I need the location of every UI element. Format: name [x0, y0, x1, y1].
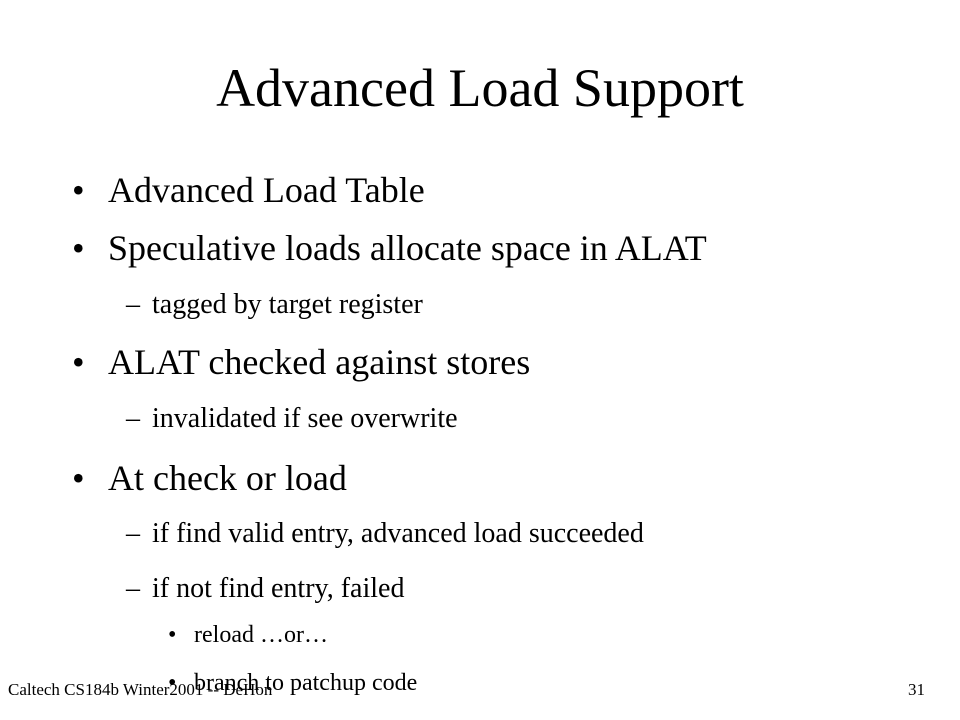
sub-bullet-text: if find valid entry, advanced load succe…	[152, 518, 644, 549]
sub-bullet-item: –tagged by target register	[126, 288, 423, 322]
slide-title: Advanced Load Support	[216, 58, 744, 118]
bullet-mark: •	[72, 170, 85, 210]
bullet-mark: •	[168, 622, 177, 648]
bullet-item: • ALAT checked against stores	[72, 340, 530, 384]
page-number: 31	[908, 680, 925, 699]
sub-bullet-item: –if not find entry, failed	[126, 572, 404, 606]
sub-bullet-item: –invalidated if see overwrite	[126, 402, 458, 436]
dash-mark: –	[126, 403, 140, 434]
sub-bullet-text: if not find entry, failed	[152, 573, 405, 604]
bullet-item: • Advanced Load Table	[72, 168, 425, 212]
sub-bullet-item: –if find valid entry, advanced load succ…	[126, 517, 644, 551]
bullet-mark: •	[72, 342, 85, 382]
sub-sub-bullet-text: branch to patchup code	[194, 670, 418, 696]
bullet-item: • Speculative loads allocate space in ALA…	[72, 226, 707, 270]
sub-sub-bullet-text: reload …or…	[194, 622, 328, 648]
sub-sub-bullet-item: • branch to patchup code	[168, 668, 417, 698]
bullet-text: Speculative loads allocate space in ALAT	[108, 228, 707, 268]
bullet-text: ALAT checked against stores	[108, 342, 531, 382]
bullet-text: At check or load	[108, 458, 347, 498]
bullet-text: Advanced Load Table	[108, 170, 425, 210]
dash-mark: –	[126, 518, 140, 549]
bullet-mark: •	[72, 228, 85, 268]
sub-sub-bullet-item: • reload …or…	[168, 620, 328, 650]
bullet-mark: •	[168, 670, 177, 696]
sub-bullet-text: invalidated if see overwrite	[152, 403, 458, 434]
footer-course-label: Caltech CS184b Winter2001 -- DeHon	[8, 680, 273, 699]
dash-mark: –	[126, 289, 140, 320]
bullet-mark: •	[72, 458, 85, 498]
sub-bullet-text: tagged by target register	[152, 289, 423, 320]
bullet-item: • At check or load	[72, 456, 347, 500]
dash-mark: –	[126, 573, 140, 604]
